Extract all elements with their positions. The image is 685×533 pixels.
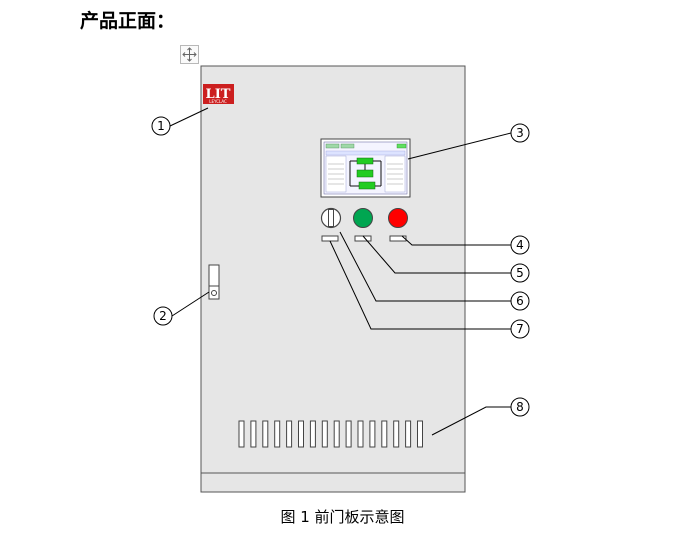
selector-switch	[320, 207, 342, 229]
callout-2: 2	[153, 306, 173, 326]
callout-markers: 1 2 3 4 5 6 7 8	[151, 116, 530, 417]
logo-mark: LIT	[206, 87, 231, 102]
callout-7: 7	[510, 319, 530, 339]
move-handle-icon[interactable]	[180, 45, 199, 64]
callout-1: 1	[151, 116, 171, 136]
louver-slot	[250, 420, 257, 448]
page-heading: 产品正面：	[80, 10, 176, 32]
ventilation-louvers	[238, 420, 423, 448]
callout-6: 6	[510, 291, 530, 311]
logo-brand: LEYCLAC	[209, 99, 227, 104]
cabinet-door-panel	[200, 65, 466, 474]
louver-slot	[405, 420, 412, 448]
callout-8: 8	[510, 397, 530, 417]
louver-slot	[369, 420, 376, 448]
louver-slot	[274, 420, 281, 448]
callout-8-label: 8	[516, 400, 524, 414]
callout-1-label: 1	[157, 119, 165, 133]
cabinet-plinth	[200, 472, 466, 493]
leader-lines	[169, 107, 512, 436]
callout-3: 3	[510, 123, 530, 143]
louver-slot	[262, 420, 269, 448]
louver-slot	[321, 420, 328, 448]
callout-7-label: 7	[516, 322, 524, 336]
louver-slot	[309, 420, 316, 448]
green-indicator-lamp	[353, 208, 373, 228]
louver-slot	[286, 420, 293, 448]
callout-3-label: 3	[516, 126, 524, 140]
callout-6-label: 6	[516, 294, 524, 308]
louver-slot	[298, 420, 304, 448]
label-plate-red	[389, 235, 407, 242]
label-plate-switch	[321, 235, 339, 242]
figure-caption: 图 1 前门板示意图	[280, 508, 405, 526]
callout-5: 5	[510, 263, 530, 283]
louver-slot	[357, 420, 364, 448]
callout-5-label: 5	[516, 266, 524, 280]
louver-slot	[238, 420, 245, 448]
louver-slot	[393, 420, 400, 448]
brand-logo: LIT LEYCLAC	[203, 84, 234, 104]
touch-screen	[320, 138, 411, 198]
louver-slot	[333, 420, 340, 448]
callout-4: 4	[510, 235, 530, 255]
louver-slot	[417, 420, 423, 448]
door-handle	[208, 264, 220, 300]
callout-2-label: 2	[159, 309, 167, 323]
louver-slot	[345, 420, 352, 448]
red-indicator-lamp	[388, 208, 408, 228]
louver-slot	[381, 420, 388, 448]
callout-4-label: 4	[516, 238, 524, 252]
